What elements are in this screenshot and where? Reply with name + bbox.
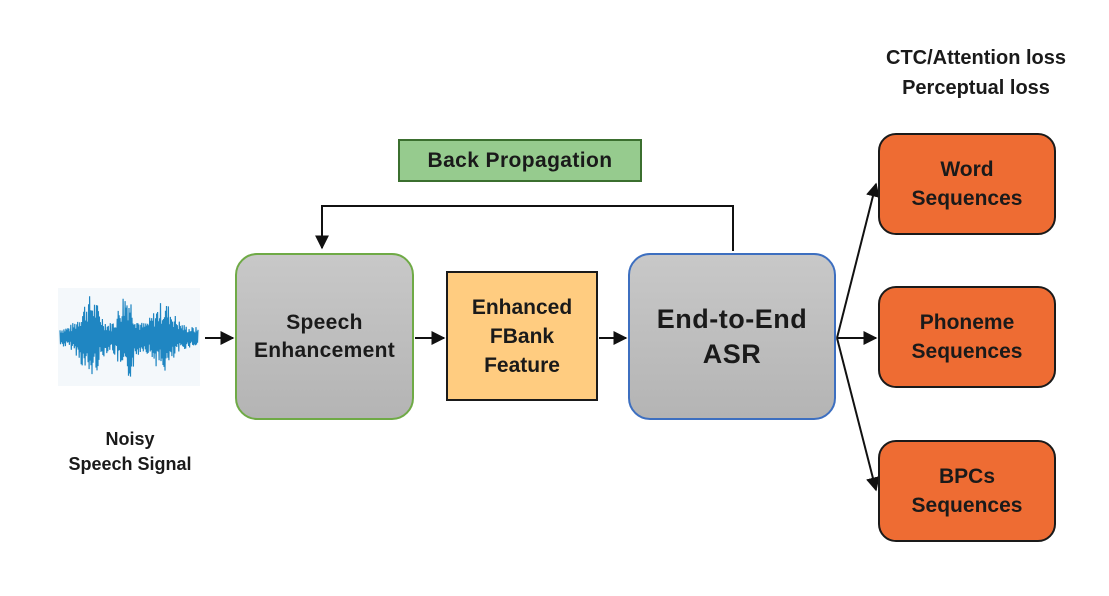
asr-line-1: End-to-End (656, 303, 808, 334)
fbank-line-3: Feature (484, 353, 560, 377)
loss-labels: CTC/Attention loss Perceptual loss (846, 43, 1106, 103)
loss-label-1: CTC/Attention loss (886, 47, 1066, 69)
bpcs-line-2: Sequences (911, 494, 1023, 517)
waveform-icon (58, 288, 200, 386)
input-label-line-1: Noisy (105, 429, 155, 449)
fbank-line-1: Enhanced (471, 295, 573, 319)
word-sequences-block: Word Sequences (878, 133, 1056, 235)
input-label: Noisy Speech Signal (40, 427, 220, 477)
se-line-1: Speech (286, 310, 363, 334)
loss-label-2: Perceptual loss (902, 77, 1050, 99)
fbank-line-2: FBank (489, 324, 555, 348)
input-label-line-2: Speech Signal (68, 454, 192, 474)
fbank-feature-block: Enhanced FBank Feature (446, 271, 598, 401)
arrow-asr-to-word (836, 182, 880, 339)
speech-enhancement-block: Speech Enhancement (235, 253, 414, 420)
back-propagation-box: Back Propagation (398, 139, 642, 182)
bpcs-sequences-block: BPCs Sequences (878, 440, 1056, 542)
phoneme-line-2: Sequences (911, 340, 1023, 363)
arrow-asr-to-bpcs (836, 337, 880, 492)
word-line-1: Word (940, 158, 994, 181)
se-line-2: Enhancement (254, 338, 395, 362)
arrow-backprop (315, 205, 734, 251)
word-line-2: Sequences (911, 187, 1023, 210)
phoneme-sequences-block: Phoneme Sequences (878, 286, 1056, 388)
bpcs-line-1: BPCs (938, 465, 996, 488)
asr-block: End-to-End ASR (628, 253, 836, 420)
back-propagation-label: Back Propagation (427, 148, 613, 172)
phoneme-line-1: Phoneme (919, 311, 1015, 334)
asr-line-2: ASR (702, 338, 762, 369)
